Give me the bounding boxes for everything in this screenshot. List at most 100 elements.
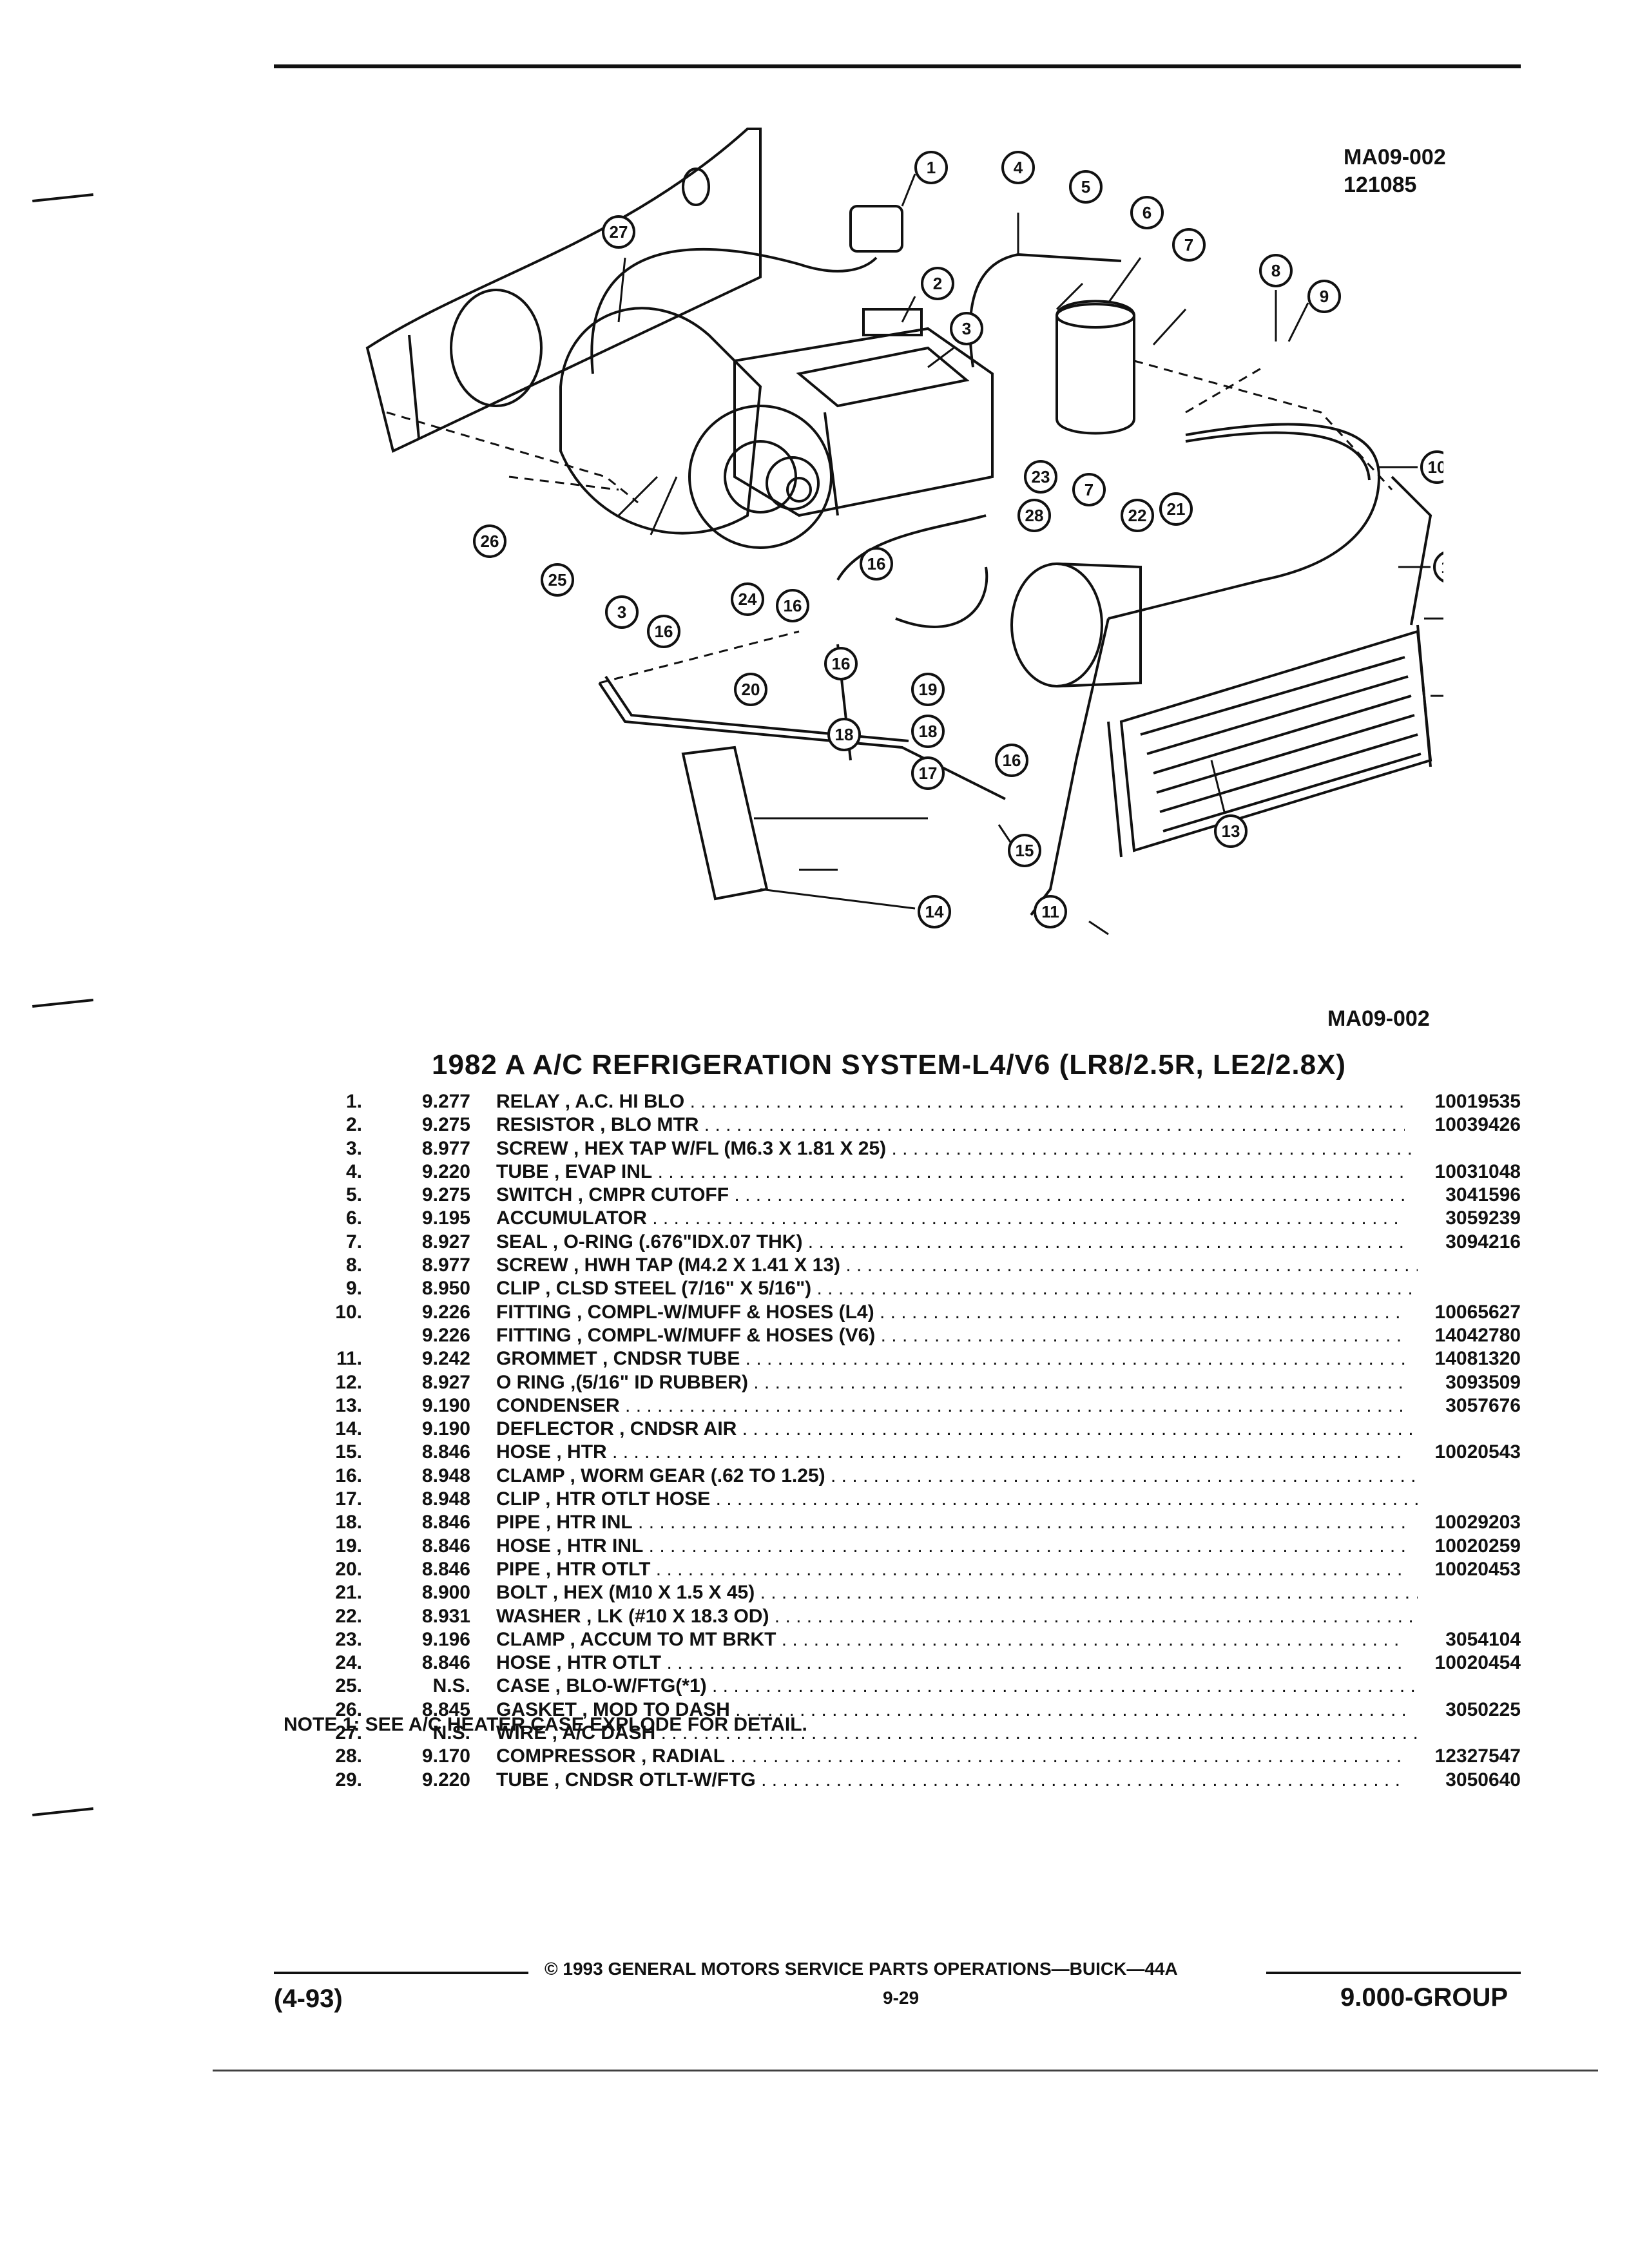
part-number: 10020453 <box>1405 1557 1521 1581</box>
group-number: 9.220 <box>421 1769 470 1791</box>
svg-text:7: 7 <box>1084 480 1094 499</box>
part-number: 3094216 <box>1405 1230 1521 1254</box>
part-number: 10020454 <box>1405 1651 1521 1675</box>
callout-27: 27 <box>602 215 635 249</box>
exploded-view-diagram: 1 2 3 4 5 6 7 8 9 10 11 12 13 14 15 16 1… <box>365 128 1443 936</box>
part-description: CLAMP , ACCUM TO MT BRKT <box>496 1628 1418 1651</box>
part-description: TUBE , EVAP INL <box>496 1160 1418 1184</box>
part-description: FITTING , COMPL-W/MUFF & HOSES (V6) <box>496 1324 1418 1347</box>
ac-dash-wire <box>590 247 878 374</box>
callout-16e: 16 <box>776 589 809 622</box>
revision-date: (4-93) <box>274 1984 343 2013</box>
callout-20: 20 <box>734 673 767 706</box>
evap-inlet-tube <box>969 253 1122 368</box>
part-description: CONDENSER <box>496 1394 1418 1418</box>
callout-7: 7 <box>1172 228 1206 262</box>
part-description: GROMMET , CNDSR TUBE <box>496 1347 1418 1370</box>
item-number: 25. <box>335 1675 362 1697</box>
callout-16d: 16 <box>995 744 1028 777</box>
svg-text:20: 20 <box>742 680 760 699</box>
callout-22: 22 <box>1121 499 1154 532</box>
part-number: 3057676 <box>1405 1394 1521 1418</box>
part-description: SCREW , HWH TAP (M4.2 X 1.41 X 13) <box>496 1254 1418 1277</box>
item-number: 7. <box>345 1231 362 1253</box>
callout-6: 6 <box>1130 196 1164 229</box>
item-number: 22. <box>335 1605 362 1627</box>
condenser-deflector <box>681 745 769 901</box>
part-description: COMPRESSOR , RADIAL <box>496 1745 1418 1768</box>
callout-23: 23 <box>1024 460 1057 494</box>
part-description: HOSE , HTR INL <box>496 1535 1418 1558</box>
part-description: CLIP , CLSD STEEL (7/16" X 5/16") <box>496 1277 1418 1300</box>
item-number: 12. <box>335 1371 362 1393</box>
section-title: 1982 A A/C REFRIGERATION SYSTEM-L4/V6 (L… <box>432 1049 1347 1081</box>
binder-mark <box>32 1807 93 1816</box>
group-number: 8.927 <box>421 1371 470 1393</box>
callout-19: 19 <box>911 673 945 706</box>
svg-text:2: 2 <box>933 274 942 293</box>
svg-text:16: 16 <box>832 654 851 673</box>
svg-text:22: 22 <box>1128 506 1147 525</box>
svg-text:7: 7 <box>1184 235 1193 255</box>
dash-opening <box>450 289 543 407</box>
svg-text:26: 26 <box>481 532 499 551</box>
part-description: TUBE , CNDSR OTLT-W/FTG <box>496 1769 1418 1792</box>
callout-3: 3 <box>950 312 983 345</box>
parts-row: 27.N.S.WIRE , A/C DASH <box>284 1722 1521 1745</box>
part-description: PIPE , HTR INL <box>496 1511 1418 1534</box>
top-rule <box>274 64 1521 68</box>
svg-text:13: 13 <box>1222 822 1240 841</box>
page-number: 9-29 <box>883 1988 920 2008</box>
heater-outlet-pipe <box>598 682 1006 800</box>
group-number: 9.226 <box>421 1301 470 1323</box>
svg-text:3: 3 <box>962 319 971 338</box>
item-number: 10. <box>335 1301 362 1323</box>
part-description: RELAY , A.C. HI BLO <box>496 1090 1418 1113</box>
group-number: 9.242 <box>421 1348 470 1370</box>
bottom-rule <box>213 2070 1598 2071</box>
item-number: 6. <box>345 1207 362 1229</box>
svg-text:14: 14 <box>925 902 944 921</box>
item-number: 14. <box>335 1418 362 1440</box>
callout-1: 1 <box>914 151 948 184</box>
part-description: CLAMP , WORM GEAR (.62 TO 1.25) <box>496 1465 1418 1488</box>
part-number: 3093509 <box>1405 1370 1521 1394</box>
svg-text:9: 9 <box>1320 287 1329 306</box>
part-number: 14081320 <box>1405 1347 1521 1371</box>
callout-16b: 16 <box>647 615 680 648</box>
item-number: 5. <box>345 1184 362 1206</box>
parts-row: 13.9.190CONDENSER3057676 <box>284 1394 1521 1418</box>
accumulator <box>1055 300 1135 435</box>
group-number: 9.196 <box>421 1628 470 1650</box>
svg-text:1: 1 <box>927 158 936 177</box>
callout-15: 15 <box>1008 834 1041 867</box>
callout-10: 10 <box>1420 450 1443 484</box>
part-description: FITTING , COMPL-W/MUFF & HOSES (L4) <box>496 1301 1418 1324</box>
group-number: 8.950 <box>421 1278 470 1300</box>
callout-17: 17 <box>911 756 945 790</box>
part-description: SEAL , O-RING (.676"IDX.07 THK) <box>496 1231 1418 1254</box>
callout-16: 16 <box>860 547 893 581</box>
part-number: 10020259 <box>1405 1534 1521 1558</box>
part-description: RESISTOR , BLO MTR <box>496 1113 1418 1137</box>
group-number: 8.846 <box>421 1441 470 1463</box>
svg-text:18: 18 <box>835 725 854 744</box>
item-number: 23. <box>335 1628 362 1650</box>
group-number: 8.900 <box>421 1582 470 1604</box>
part-description: ACCUMULATOR <box>496 1207 1418 1230</box>
part-number: 3059239 <box>1405 1207 1521 1231</box>
callout-18: 18 <box>911 715 945 748</box>
callout-8: 8 <box>1259 254 1293 287</box>
item-number: 3. <box>345 1137 362 1159</box>
svg-text:23: 23 <box>1032 467 1050 486</box>
item-number: 19. <box>335 1535 362 1557</box>
